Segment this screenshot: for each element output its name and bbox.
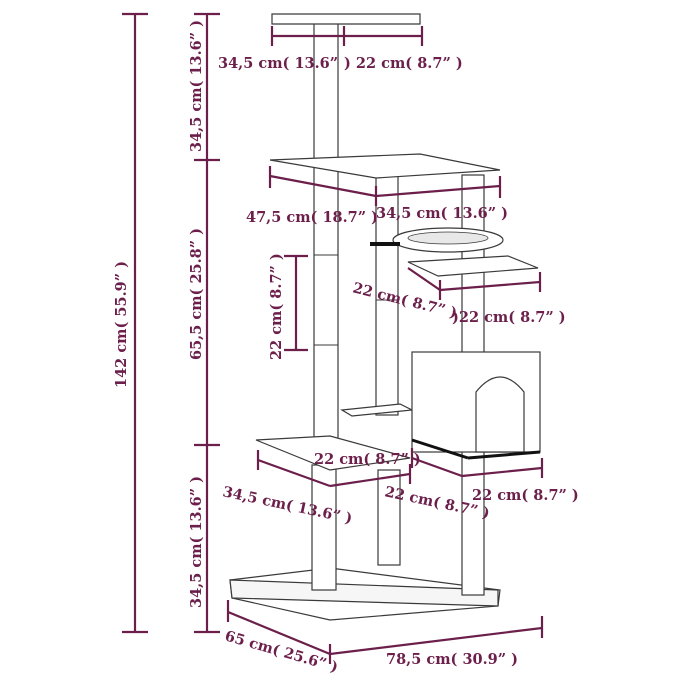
hammock-platform [407, 255, 539, 277]
post-base-center [377, 469, 401, 566]
dim-hammock-platform [407, 267, 542, 300]
label-lower-left-platform-width: 22 cm( 8.7” ) [314, 451, 421, 468]
second-platform [269, 153, 501, 179]
dim-top-platform [270, 26, 424, 46]
lower-left-platform [255, 435, 411, 471]
dim-section-heights [194, 12, 220, 634]
label-condo-width: 22 cm( 8.7” ) [472, 487, 579, 504]
label-top-platform-depth: ) 22 cm( 8.7” ) [344, 55, 463, 72]
dim-total-height [122, 12, 148, 634]
label-top-section-height: 34,5 cm( 13.6” ) [188, 20, 205, 152]
condo-entrance [475, 376, 525, 453]
label-total-height: 142 cm( 55.9” ) [113, 261, 130, 388]
label-bottom-section-height: 34,5 cm( 13.6” ) [188, 476, 205, 608]
label-hammock-platform-depth: 22 cm( 8.7” ) [351, 279, 459, 321]
post-base-right [461, 449, 485, 596]
label-second-platform-width: 47,5 cm( 18.7” ) [246, 209, 378, 226]
dim-lower-left-platform [256, 450, 412, 488]
dim-condo [410, 448, 544, 478]
dim-second-platform [268, 166, 502, 206]
dim-post-segment [284, 254, 308, 352]
label-middle-section-height: 65,5 cm( 25.8” ) [188, 228, 205, 360]
dim-base [226, 600, 544, 664]
label-hammock-platform-width: )22 cm( 8.7” ) [452, 309, 566, 326]
post-main [313, 19, 339, 446]
label-top-platform-width: 34,5 cm( 13.6” [218, 55, 338, 72]
label-post-segment: 22 cm( 8.7” ) [268, 253, 285, 360]
top-platform [271, 13, 421, 25]
label-second-platform-depth: 34,5 cm( 13.6” ) [376, 205, 508, 222]
label-base-width: 78,5 cm( 30.9” ) [386, 651, 518, 668]
